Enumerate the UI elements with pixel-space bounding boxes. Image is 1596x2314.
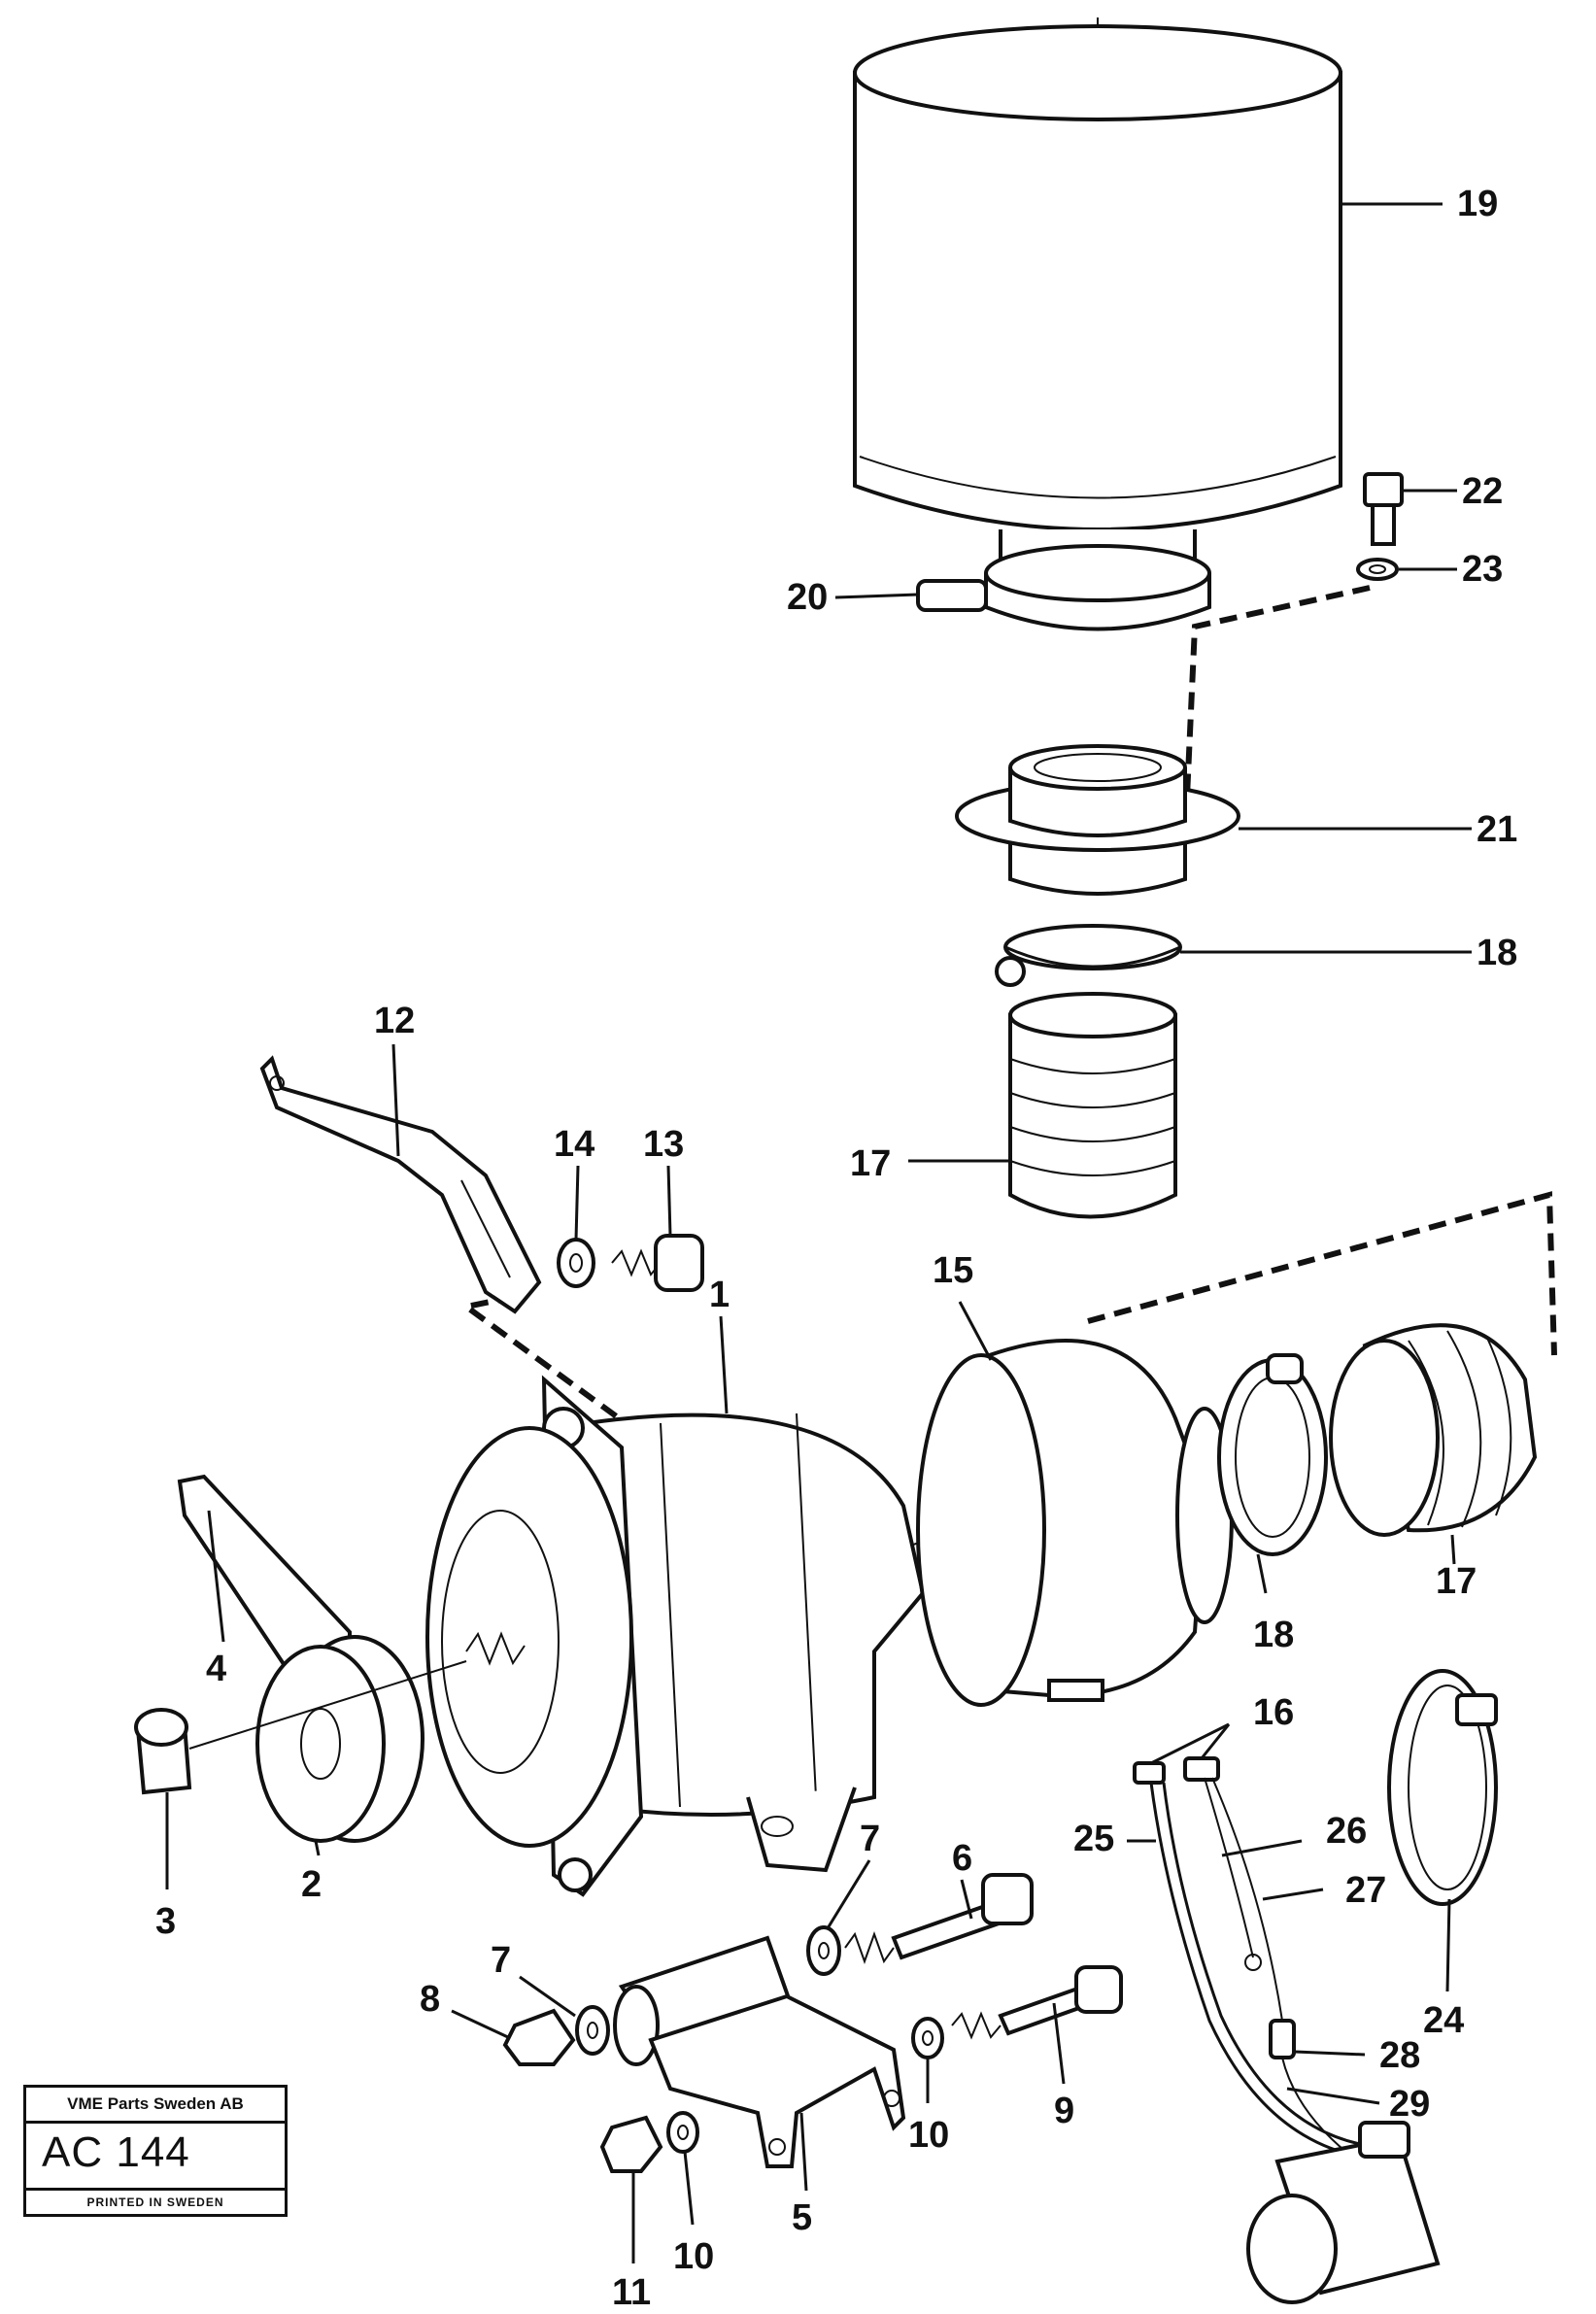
stamp-printed: PRINTED IN SWEDEN <box>26 2188 285 2214</box>
hose-clamp-lower <box>1217 1353 1328 1556</box>
washer-10-right <box>911 2017 944 2059</box>
callout-19: 19 <box>1457 184 1498 224</box>
callout-10-left: 10 <box>673 2236 714 2277</box>
washer-7-left <box>575 2005 610 2056</box>
callout-18-upper: 18 <box>1477 933 1517 973</box>
fan-shroud <box>916 1339 1234 1707</box>
bolt-22 <box>1363 472 1404 546</box>
washer-7-right <box>806 1925 841 1976</box>
washer-10-left <box>666 2111 699 2154</box>
bolt-13 <box>611 1234 704 1292</box>
washer-14 <box>557 1238 595 1288</box>
parts-catalog-stamp: VME Parts Sweden AB AC 144 PRINTED IN SW… <box>23 2085 288 2217</box>
washer-23 <box>1356 558 1399 581</box>
callout-2: 2 <box>301 1864 322 1905</box>
callout-7-right: 7 <box>860 1819 880 1859</box>
dashed-leader-filter <box>1184 585 1371 798</box>
bolt-9 <box>951 1965 1123 2040</box>
callout-11: 11 <box>612 2272 651 2313</box>
callout-4: 4 <box>206 1649 226 1689</box>
callout-3: 3 <box>155 1901 176 1942</box>
callout-21: 21 <box>1477 809 1517 850</box>
air-filter-canister <box>853 17 1342 573</box>
alternator-shaft-axis <box>188 1660 467 1750</box>
callout-17-upper: 17 <box>850 1143 891 1184</box>
callout-15: 15 <box>933 1250 973 1291</box>
callout-28: 28 <box>1379 2035 1420 2076</box>
callout-22: 22 <box>1462 471 1503 512</box>
callout-6: 6 <box>952 1838 972 1879</box>
bracket-5 <box>613 1935 906 2168</box>
adapter-flange <box>955 744 1240 896</box>
callout-1: 1 <box>709 1275 730 1315</box>
nut-8 <box>502 2008 576 2066</box>
stamp-company: VME Parts Sweden AB <box>26 2088 285 2124</box>
callout-17-lower: 17 <box>1436 1561 1477 1602</box>
stamp-code: AC 144 <box>42 2128 190 2176</box>
callout-5: 5 <box>792 2197 812 2238</box>
adjusting-arm <box>259 1055 542 1314</box>
callout-10-right: 10 <box>908 2115 949 2156</box>
callout-7-left: 7 <box>491 1940 511 1981</box>
callout-13: 13 <box>643 1124 684 1165</box>
callout-29: 29 <box>1389 2084 1430 2125</box>
bellows-hose-upper <box>1008 992 1177 1219</box>
nut-11 <box>599 2115 663 2173</box>
callout-8: 8 <box>420 1979 440 2020</box>
callout-14: 14 <box>554 1124 594 1165</box>
wiring-harness <box>1133 1756 1366 2167</box>
spacer-sleeve <box>134 1708 192 1795</box>
hose-clamp-24 <box>1387 1669 1498 1906</box>
dashed-leader-hose <box>1087 1191 1557 1356</box>
callout-25: 25 <box>1073 1819 1114 1859</box>
callout-23: 23 <box>1462 549 1503 590</box>
callout-12: 12 <box>374 1001 415 1041</box>
callout-18-lower: 18 <box>1253 1615 1294 1655</box>
bolt-6 <box>844 1873 1034 1964</box>
leader-lines <box>165 202 1472 2263</box>
callout-24: 24 <box>1423 2000 1464 2041</box>
callout-9: 9 <box>1054 2091 1074 2131</box>
callout-labels: 19 22 23 20 21 18 17 12 14 13 1 15 17 18… <box>155 184 1517 2313</box>
callout-20: 20 <box>787 577 828 618</box>
callout-16: 16 <box>1253 1692 1294 1733</box>
callout-26: 26 <box>1326 1811 1367 1852</box>
bellows-hose-lower <box>1329 1323 1538 1537</box>
hose-clamp-middle <box>995 924 1182 987</box>
pulley <box>255 1635 424 1843</box>
callout-27: 27 <box>1345 1870 1386 1911</box>
sensor-connector <box>1246 2121 1441 2304</box>
hose-clamp-upper <box>916 544 1211 631</box>
alternator <box>425 1375 926 1897</box>
